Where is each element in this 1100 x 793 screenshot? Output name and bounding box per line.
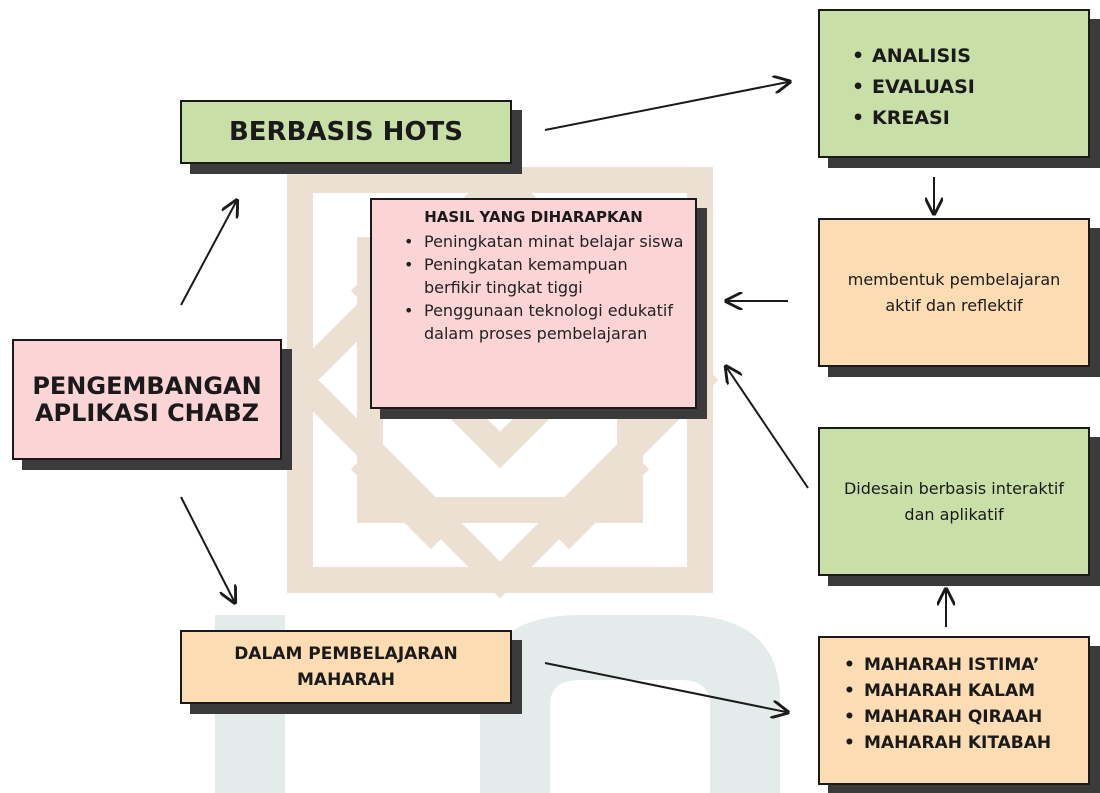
arrow-main-to-maharah xyxy=(180,496,234,601)
hots-node-label: BERBASIS HOTS xyxy=(228,117,464,147)
maharah-node-line2: MAHARAH xyxy=(297,670,395,690)
hasil-item: Peningkatan kemampuan berfikir tingkat t… xyxy=(402,253,689,299)
hots-node: BERBASIS HOTS xyxy=(180,100,512,164)
membentuk-node-text: membentuk pembelajaran aktif dan reflekt… xyxy=(847,269,1061,315)
hasil-item: Peningkatan minat belajar siswa xyxy=(402,230,689,253)
main-node: PENGEMBANGAN APLIKASI CHABZ xyxy=(12,339,282,460)
maharah-node: DALAM PEMBELAJARAN MAHARAH xyxy=(180,630,512,704)
analisis-item: EVALUASI xyxy=(850,72,1088,103)
analisis-item: ANALISIS xyxy=(850,41,1088,72)
didesain-node-text: Didesain berbasis interaktif dan aplikat… xyxy=(843,478,1065,524)
hasil-node-list: Peningkatan minat belajar siswa Peningka… xyxy=(402,230,689,345)
hasil-node: HASIL YANG DIHARAPKAN Peningkatan minat … xyxy=(370,198,697,409)
membentuk-node: membentuk pembelajaran aktif dan reflekt… xyxy=(818,218,1090,367)
analisis-node-list: ANALISIS EVALUASI KREASI xyxy=(850,41,1088,134)
maharah-node-line1: DALAM PEMBELAJARAN xyxy=(234,644,458,664)
maharah-list-node: MAHARAH ISTIMA’ MAHARAH KALAM MAHARAH QI… xyxy=(818,636,1090,785)
hasil-node-title: HASIL YANG DIHARAPKAN xyxy=(424,208,643,226)
arrow-didesain-to-hasil xyxy=(727,368,809,489)
analisis-item: KREASI xyxy=(850,103,1088,134)
didesain-node: Didesain berbasis interaktif dan aplikat… xyxy=(818,427,1090,576)
maharah-list-item: MAHARAH ISTIMA’ xyxy=(842,652,1088,678)
hasil-item: Penggunaan teknologi edukatif dalam pros… xyxy=(402,299,689,345)
arrow-maharah-to-list xyxy=(544,662,786,712)
analisis-node: ANALISIS EVALUASI KREASI xyxy=(818,9,1090,158)
arrow-main-to-hots xyxy=(180,202,236,306)
maharah-list-item: MAHARAH KITABAH xyxy=(842,730,1088,756)
maharah-list-item: MAHARAH KALAM xyxy=(842,678,1088,704)
maharah-list-item: MAHARAH QIRAAH xyxy=(842,704,1088,730)
main-node-line1: PENGEMBANGAN xyxy=(32,371,262,400)
arrow-hots-to-analisis xyxy=(544,82,788,131)
maharah-list: MAHARAH ISTIMA’ MAHARAH KALAM MAHARAH QI… xyxy=(842,652,1088,756)
main-node-line2: APLIKASI CHABZ xyxy=(34,398,260,427)
